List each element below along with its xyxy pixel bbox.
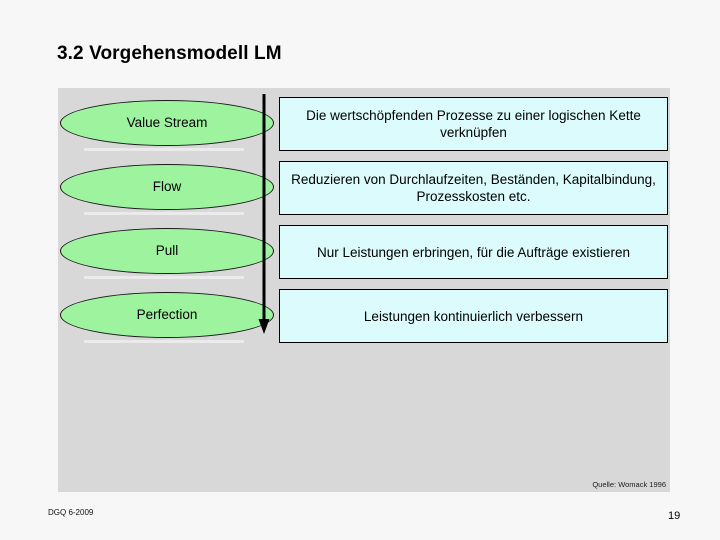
stage-ellipse-perfection[interactable]: Perfection — [60, 292, 274, 338]
description-box-pull[interactable]: Nur Leistungen erbringen, für die Aufträ… — [279, 225, 668, 279]
stage-ellipse-flow[interactable]: Flow — [60, 164, 274, 210]
stage-ellipse-pull[interactable]: Pull — [60, 228, 274, 274]
stage-label: Perfection — [136, 307, 198, 323]
ellipse-shadow — [84, 212, 244, 215]
source-credit: Quelle: Womack 1996 — [592, 480, 666, 489]
description-text: Reduzieren von Durchlaufzeiten, Bestände… — [291, 172, 656, 204]
ellipse-shadow — [84, 276, 244, 279]
description-text: Leistungen kontinuierlich verbessern — [363, 308, 584, 324]
down-arrow-icon — [258, 94, 270, 334]
description-box-value-stream[interactable]: Die wertschöpfenden Prozesse zu einer lo… — [279, 97, 668, 151]
description-text: Nur Leistungen erbringen, für die Aufträ… — [317, 244, 630, 260]
diagram-panel: Value Stream Flow Pull Perfection Die we… — [58, 88, 670, 492]
ellipse-shadow — [84, 148, 244, 151]
footer-page-number: 19 — [668, 510, 681, 522]
stage-label: Pull — [155, 243, 179, 259]
footer-organization-date: DGQ 6-2009 — [48, 508, 94, 517]
stage-label: Value Stream — [126, 115, 208, 131]
stage-label: Flow — [152, 179, 182, 195]
description-text: Die wertschöpfenden Prozesse zu einer lo… — [306, 108, 641, 140]
ellipse-shadow — [84, 340, 244, 343]
description-box-perfection[interactable]: Leistungen kontinuierlich verbessern — [279, 289, 668, 343]
description-box-flow[interactable]: Reduzieren von Durchlaufzeiten, Bestände… — [279, 161, 668, 215]
page-title: 3.2 Vorgehensmodell LM — [57, 43, 282, 64]
stage-ellipse-value-stream[interactable]: Value Stream — [60, 100, 274, 146]
